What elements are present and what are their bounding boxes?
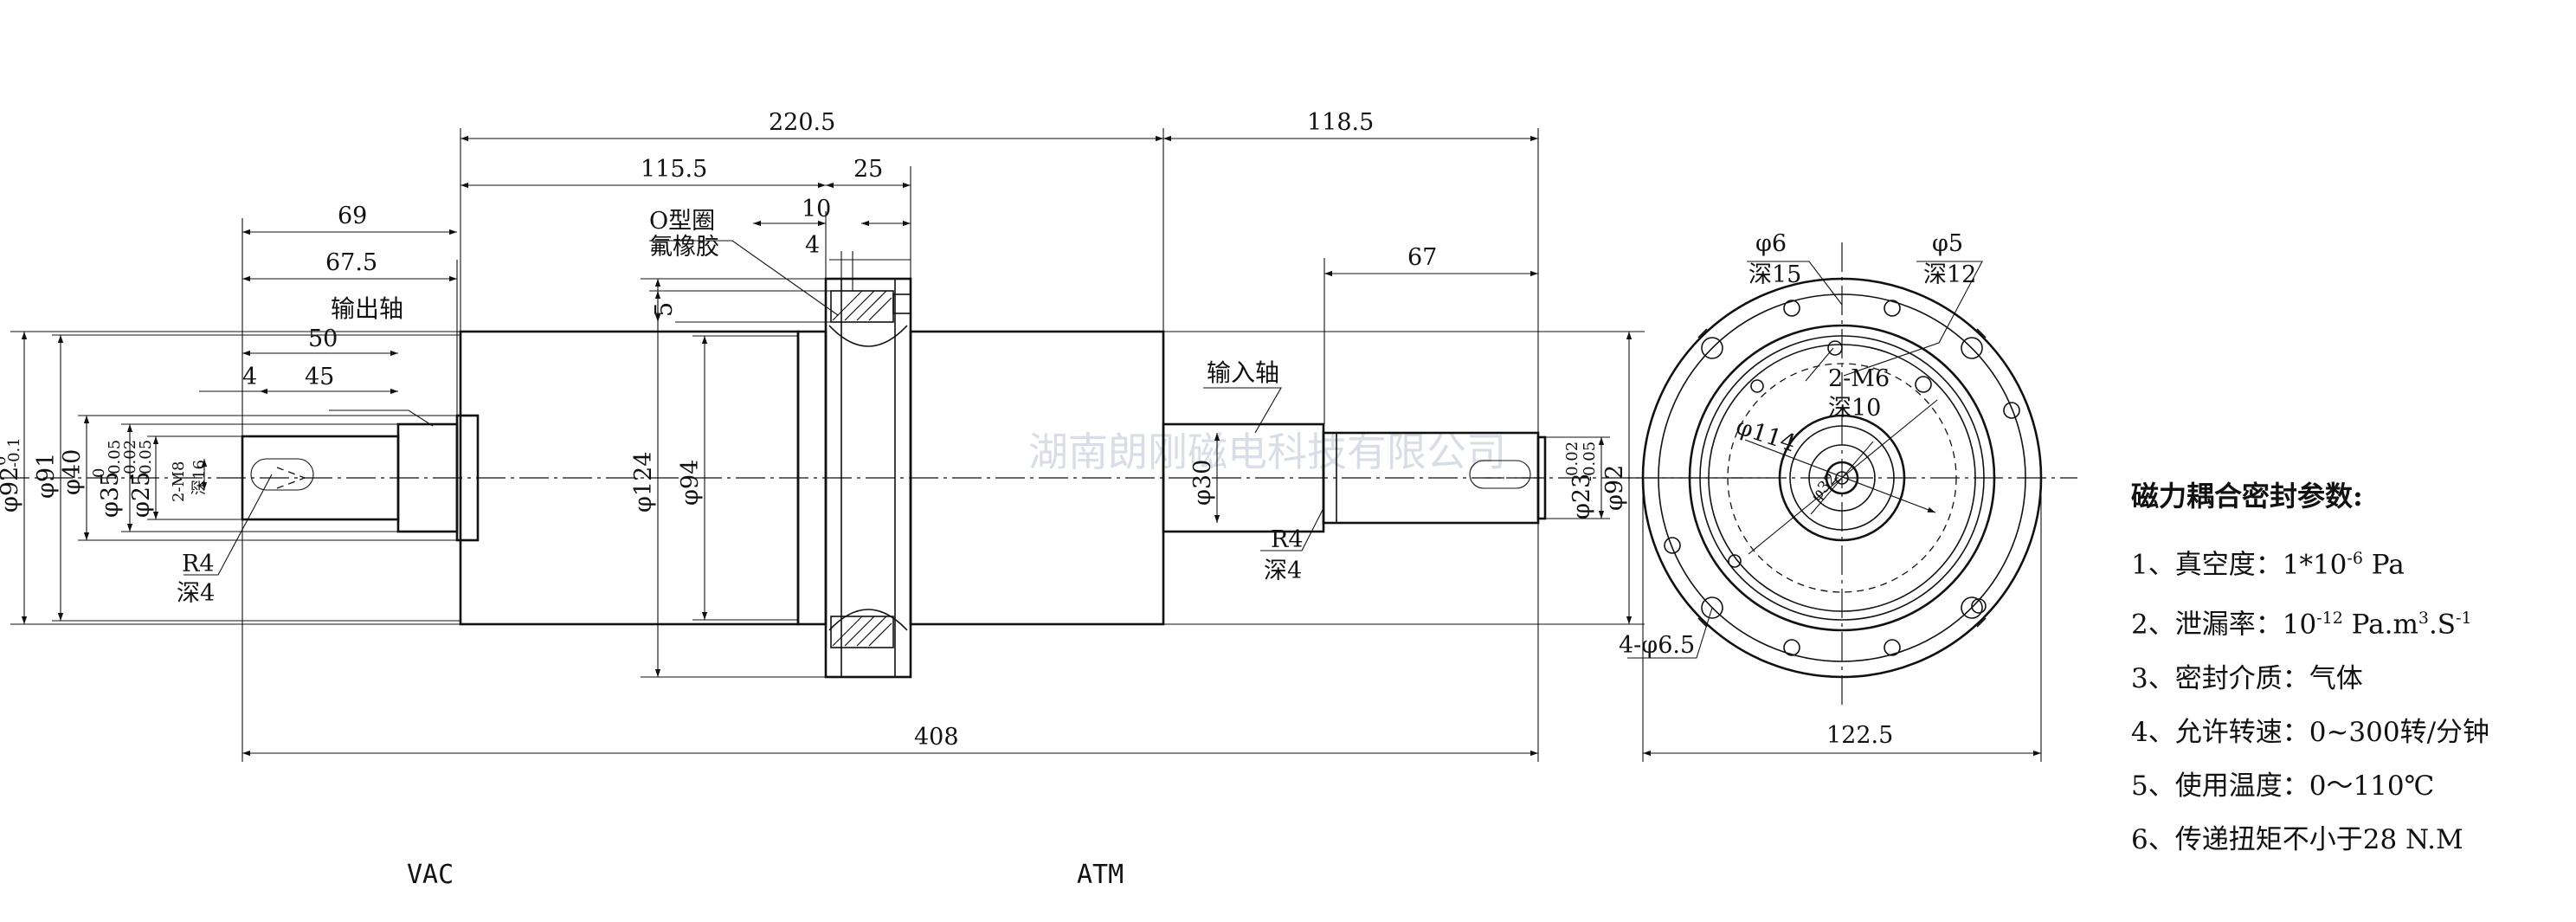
label-vac: VAC	[407, 860, 454, 890]
spec-panel: 磁力耦合密封参数: 1、真空度：1*10-6 Pa 2、泄漏率：10-12 Pa…	[2131, 474, 2489, 867]
hub-circle	[1778, 414, 1906, 542]
mounting-holes	[1701, 337, 1983, 619]
label-atm: ATM	[1077, 860, 1124, 890]
label-o-ring: O型圈	[649, 208, 715, 235]
dim-408: 408	[914, 724, 959, 751]
end-view: φ6 深15 φ5 深12 2-M6 深10 φ114 φ32 4-φ6.5 1…	[1619, 230, 2077, 762]
dim-10: 10	[802, 196, 831, 222]
dim-r4-right: R4	[1271, 526, 1304, 553]
spec-temperature: 5、使用温度：0～110℃	[2131, 770, 2435, 802]
label-input-shaft: 输入轴	[1207, 358, 1279, 387]
dim-r4-left: R4	[182, 551, 215, 577]
dim-phi35-tol-lower: -0.05	[106, 440, 124, 480]
dim-phi114: φ114	[1733, 413, 1800, 457]
dim-69: 69	[338, 203, 367, 229]
flange	[824, 277, 912, 679]
small-holes	[1664, 300, 2020, 656]
dim-2-m6: 2-M6	[1828, 365, 1890, 392]
dim-4-top: 4	[805, 232, 820, 259]
label-fluoro-rubber: 氟橡胶	[649, 234, 719, 261]
dim-phi124: φ124	[630, 452, 657, 513]
dim-phi25: φ25	[128, 472, 155, 518]
dim-depth10: 深10	[1828, 395, 1881, 422]
dim-118-5: 118.5	[1307, 109, 1374, 136]
dim-phi92-right: φ92	[1601, 465, 1628, 511]
dim-phi23-tol-lower: -0.05	[1581, 442, 1599, 481]
dim-phi25-tol-upper: -0.02	[121, 440, 139, 480]
dim-115-5: 115.5	[641, 156, 707, 183]
watermark: 湖南朗刚磁电科技有限公司	[1028, 429, 1506, 475]
dim-5: 5	[651, 302, 678, 317]
dim-2-m8: 2-M8	[170, 461, 188, 502]
dim-4-left: 4	[242, 364, 257, 390]
dim-depth4-right: 深4	[1264, 558, 1302, 584]
label-output-shaft: 输出轴	[331, 294, 403, 323]
o-ring-section-top	[830, 290, 911, 323]
input-shaft	[1162, 422, 1547, 533]
bolt-circle	[1658, 293, 2026, 662]
dim-depth12: 深12	[1923, 261, 1976, 288]
dim-45: 45	[305, 364, 334, 390]
dim-50: 50	[308, 326, 338, 352]
dim-phi35-tol-upper: 0	[90, 468, 108, 478]
shaft-circle	[1825, 461, 1859, 495]
dim-phi6: φ6	[1755, 230, 1787, 257]
side-view: 220.5 118.5 115.5 25 10 4 69 67.5 50 45 …	[0, 109, 1774, 890]
dim-4-phi6-5: 4-φ6.5	[1619, 632, 1695, 659]
dim-phi91: φ91	[33, 453, 60, 499]
dim-25: 25	[853, 156, 883, 183]
spec-torque: 6、传递扭矩不小于28 N.M	[2131, 823, 2463, 855]
dim-phi23-tol-upper: -0.02	[1563, 442, 1581, 481]
dim-phi35: φ35	[97, 472, 124, 518]
spec-leak-rate: 2、泄漏率：10-12 Pa.m3.S-1	[2131, 609, 2472, 641]
dim-phi23: φ23	[1568, 474, 1595, 519]
dimension-texts: 220.5 118.5 115.5 25 10 4 69 67.5 50 45 …	[0, 109, 1628, 751]
dim-220-5: 220.5	[769, 109, 835, 136]
spec-vacuum: 1、真空度：1*10-6 Pa	[2131, 549, 2405, 581]
spec-title: 磁力耦合密封参数:	[2131, 480, 2363, 513]
dim-depth4-left: 深4	[177, 580, 215, 607]
o-ring-section-bottom	[830, 616, 894, 648]
spec-medium: 3、密封介质：气体	[2131, 662, 2363, 694]
dim-phi5: φ5	[1932, 230, 1963, 257]
dimension-lines	[10, 128, 1645, 762]
dim-phi94: φ94	[677, 460, 704, 506]
dim-depth16: 深16	[190, 460, 209, 495]
dim-phi92-left-tol-upper: 0	[0, 456, 10, 466]
dim-67: 67	[1407, 244, 1437, 271]
body-circle	[1688, 324, 1996, 632]
dim-phi92-left-tol-lower: -0.1	[5, 437, 23, 467]
dim-phi30: φ30	[1189, 460, 1216, 506]
dim-122-5: 122.5	[1826, 722, 1893, 749]
dim-67-5: 67.5	[325, 249, 377, 276]
dim-phi40: φ40	[59, 449, 86, 495]
dim-phi32: φ32	[1807, 470, 1841, 506]
dim-phi92-left: φ92	[0, 467, 23, 513]
dim-phi25-tol-lower: -0.05	[137, 440, 155, 480]
spec-speed: 4、允许转速：0~300转/分钟	[2131, 716, 2490, 748]
dim-depth15: 深15	[1748, 261, 1801, 288]
